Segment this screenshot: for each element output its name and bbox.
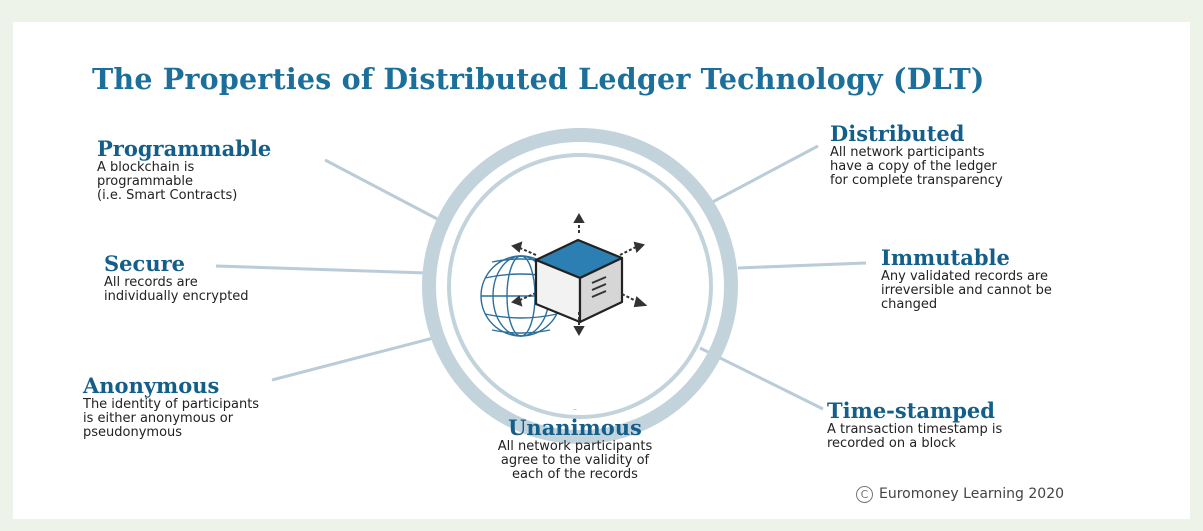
property-description: The identity of participants is either a… bbox=[83, 397, 260, 440]
connector-anonymous bbox=[271, 334, 442, 382]
outer-ring bbox=[422, 128, 738, 444]
connector-programmable bbox=[324, 158, 446, 225]
property-description: A transaction timestamp is recorded on a… bbox=[827, 422, 1003, 451]
property-description: A blockchain is programmable (i.e. Smart… bbox=[97, 160, 238, 203]
credit-text: Euromoney Learning 2020 bbox=[879, 486, 1065, 502]
property-heading: Time-stamped bbox=[827, 398, 995, 423]
connector-secure bbox=[215, 264, 428, 275]
property-immutable: Immutable Any validated records are irre… bbox=[881, 247, 1052, 312]
property-distributed: Distributed All network participants hav… bbox=[830, 123, 1003, 188]
property-description: All records are individually encrypted bbox=[104, 275, 249, 304]
property-description: All network participants have a copy of … bbox=[830, 145, 1003, 188]
property-description: All network participants agree to the va… bbox=[497, 439, 653, 482]
property-programmable: Programmable A blockchain is programmabl… bbox=[97, 138, 271, 203]
copyright-icon: C bbox=[856, 486, 873, 503]
page-title: The Properties of Distributed Ledger Tec… bbox=[92, 62, 985, 96]
copyright-credit: C Euromoney Learning 2020 bbox=[856, 486, 1064, 503]
property-heading: Unanimous bbox=[508, 415, 642, 440]
property-timestamped: Time-stamped A transaction timestamp is … bbox=[827, 400, 1002, 451]
connector-distributed bbox=[704, 144, 819, 208]
property-heading: Anonymous bbox=[83, 373, 220, 398]
connector-immutable bbox=[737, 261, 867, 270]
arrows-icon bbox=[511, 212, 648, 337]
property-unanimous: Unanimous All network participants agree… bbox=[480, 417, 670, 482]
property-secure: Secure All records are individually encr… bbox=[104, 253, 249, 304]
property-heading: Programmable bbox=[97, 136, 272, 161]
property-heading: Distributed bbox=[830, 121, 965, 146]
property-heading: Immutable bbox=[881, 245, 1010, 270]
inner-ring bbox=[447, 153, 713, 419]
property-anonymous: Anonymous The identity of participants i… bbox=[83, 375, 259, 440]
property-description: Any validated records are irreversible a… bbox=[881, 269, 1052, 312]
block-cube-icon bbox=[534, 238, 624, 324]
property-heading: Secure bbox=[104, 251, 186, 276]
